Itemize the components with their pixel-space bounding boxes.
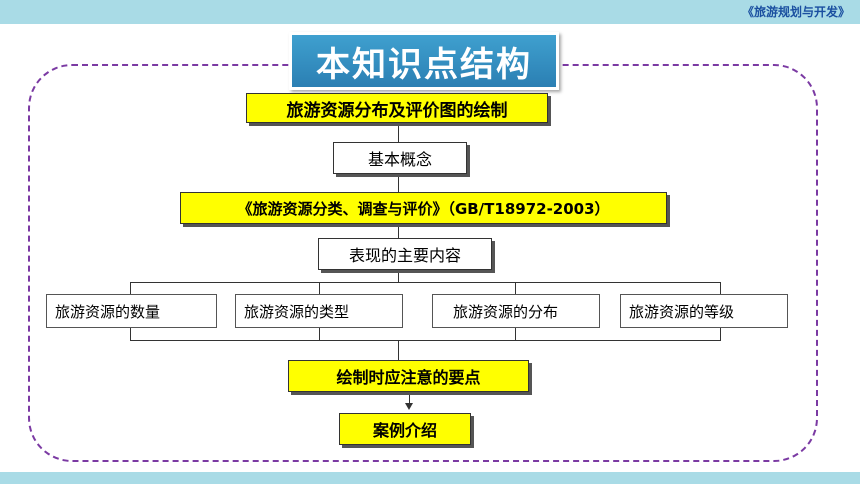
branch-drop	[720, 282, 721, 294]
node-standard: 《旅游资源分类、调查与评价》（GB/T18972-2003）	[180, 192, 667, 224]
connector-line	[398, 122, 399, 142]
connector-line	[409, 392, 410, 404]
node-case: 案例介绍	[339, 413, 471, 445]
node-concept: 基本概念	[333, 142, 467, 174]
branch-line-top	[130, 282, 721, 283]
node-item-quantity: 旅游资源的数量	[46, 294, 217, 328]
branch-drop	[319, 282, 320, 294]
node-item-grade: 旅游资源的等级	[620, 294, 788, 328]
branch-drop	[515, 282, 516, 294]
connector-line	[398, 224, 399, 238]
arrow-down-icon	[405, 403, 413, 410]
node-points: 绘制时应注意的要点	[288, 360, 529, 392]
node-item-distribution: 旅游资源的分布	[432, 294, 600, 328]
branch-line-bottom	[130, 340, 721, 341]
branch-drop	[130, 282, 131, 294]
branch-rise	[720, 328, 721, 340]
branch-rise	[319, 328, 320, 340]
connector-line	[398, 174, 399, 192]
slide-title: 本知识点结构	[289, 32, 559, 90]
branch-rise	[130, 328, 131, 340]
bottom-bar	[0, 472, 860, 484]
book-title: 《旅游规划与开发》	[741, 5, 850, 19]
connector-line	[398, 340, 399, 360]
branch-rise	[515, 328, 516, 340]
node-item-type: 旅游资源的类型	[235, 294, 403, 328]
top-bar: 《旅游规划与开发》	[0, 0, 860, 24]
node-root: 旅游资源分布及评价图的绘制	[246, 93, 548, 123]
connector-line	[398, 270, 399, 282]
node-content: 表现的主要内容	[318, 238, 492, 270]
